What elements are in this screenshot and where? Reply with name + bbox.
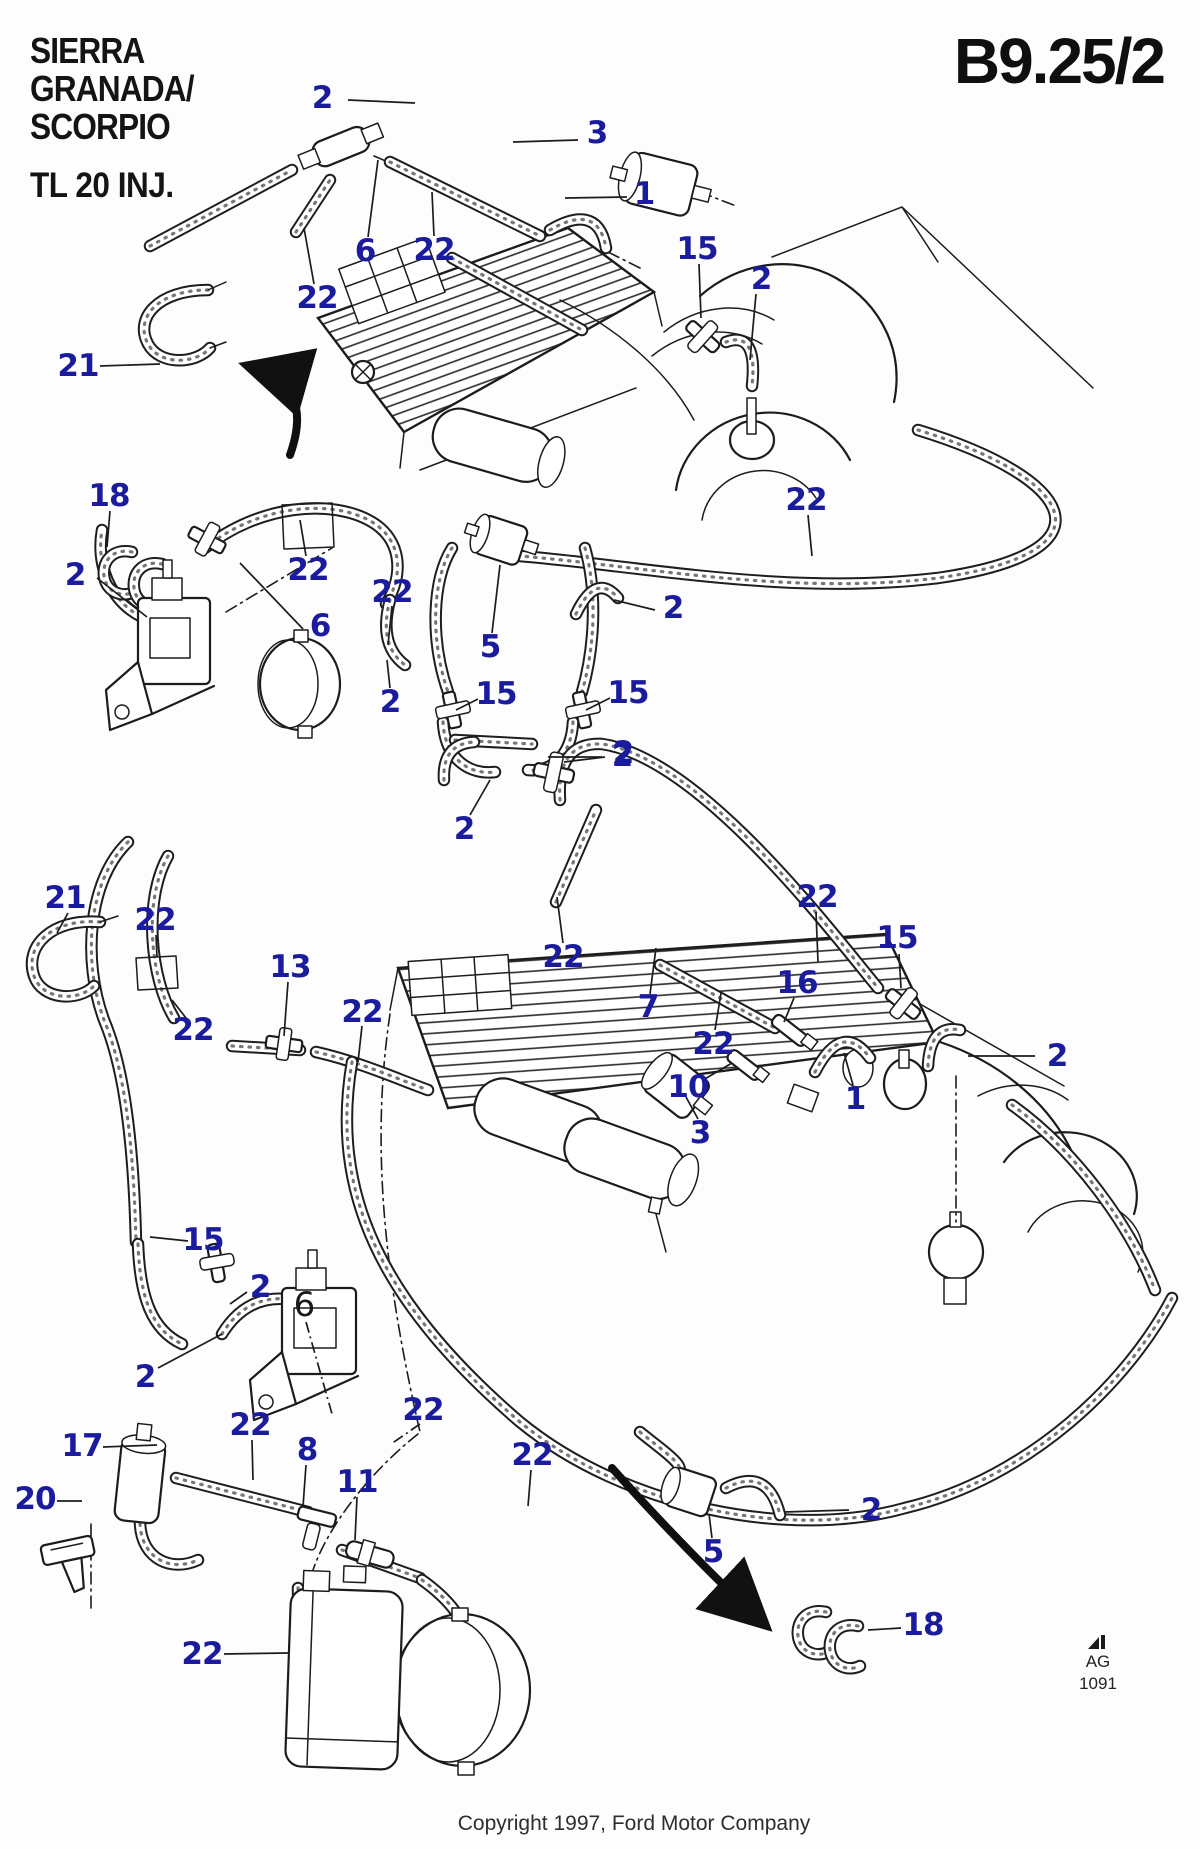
callout-part-21: 21: [57, 348, 99, 384]
engine-variant-title: TL 20 INJ.: [30, 166, 174, 205]
callout-part-22: 22: [692, 1026, 734, 1062]
callout-part-16: 16: [776, 965, 818, 1001]
callout-part-2: 2: [750, 261, 773, 297]
callout-part-2: 2: [311, 80, 334, 116]
callout-part-22: 22: [172, 1012, 214, 1048]
callout-part-2: 2: [379, 684, 402, 720]
callout-part-5: 5: [479, 629, 502, 665]
callout-part-1: 1: [633, 176, 656, 212]
callout-part-2: 2: [611, 738, 634, 774]
callout-part-15: 15: [607, 675, 649, 711]
callout-part-22: 22: [296, 280, 338, 316]
callout-part-18: 18: [88, 478, 130, 514]
direction-arrows: [238, 348, 773, 1632]
callout-part-15: 15: [876, 920, 918, 956]
callout-part-22: 22: [229, 1407, 271, 1443]
callout-part-6: 6: [293, 1285, 316, 1325]
callout-part-22: 22: [341, 994, 383, 1030]
callout-part-15: 15: [475, 676, 517, 712]
callout-part-2: 2: [860, 1492, 883, 1528]
callout-part-15: 15: [182, 1222, 224, 1258]
figure-reference: AG 1091: [1068, 1634, 1128, 1695]
callout-part-22: 22: [796, 879, 838, 915]
callout-part-6: 6: [309, 608, 332, 644]
print-mark-icon: [1087, 1634, 1109, 1650]
callout-part-7: 7: [637, 989, 660, 1025]
copyright-line: Copyright 1997, Ford Motor Company: [457, 1812, 811, 1835]
callout-part-2: 2: [453, 811, 476, 847]
callout-part-17: 17: [61, 1428, 103, 1464]
callout-part-2: 2: [249, 1269, 272, 1305]
callout-part-22: 22: [287, 552, 329, 588]
callout-part-20: 20: [14, 1481, 56, 1517]
model-line: GRANADA/: [30, 67, 195, 109]
callout-part-2: 2: [662, 590, 685, 626]
model-line: SCORPIO: [30, 105, 171, 147]
callout-part-22: 22: [785, 482, 827, 518]
callout-part-22: 22: [181, 1636, 223, 1672]
figure-code-line: 1091: [1079, 1674, 1117, 1694]
callout-part-6: 6: [354, 233, 377, 269]
hoses: [25, 155, 1179, 1742]
callout-part-2: 2: [1046, 1038, 1069, 1074]
callout-part-3: 3: [689, 1115, 712, 1151]
callout-part-3: 3: [586, 115, 609, 151]
callout-part-10: 10: [667, 1069, 709, 1105]
callout-part-8: 8: [296, 1432, 319, 1468]
callout-part-22: 22: [511, 1437, 553, 1473]
page-code: B9.25/2: [953, 25, 1166, 97]
callout-part-22: 22: [542, 939, 584, 975]
callout-part-13: 13: [269, 949, 311, 985]
callout-part-22: 22: [413, 232, 455, 268]
callout-part-5: 5: [702, 1534, 725, 1570]
lower-fittings: [39, 751, 922, 1776]
callout-part-22: 22: [402, 1392, 444, 1428]
callout-part-2: 2: [64, 557, 87, 593]
model-line: SIERRA: [30, 30, 145, 71]
callout-part-22: 22: [371, 574, 413, 610]
callout-part-18: 18: [902, 1607, 944, 1643]
callout-part-11: 11: [336, 1464, 378, 1500]
callout-part-15: 15: [676, 231, 718, 267]
callout-part-2: 2: [134, 1359, 157, 1395]
upper-fittings: [104, 122, 776, 739]
callout-part-1: 1: [844, 1081, 867, 1117]
figure-code-line: AG: [1085, 1652, 1111, 1671]
lower-engine-drawing: [389, 932, 1144, 1305]
callout-part-22: 22: [134, 902, 176, 938]
callout-leader-lines: [56, 99, 1035, 1655]
callout-part-2: 2: [612, 735, 635, 771]
vehicle-models-title: SIERRA GRANADA/ SCORPIO: [30, 30, 195, 147]
callout-part-21: 21: [44, 880, 86, 916]
